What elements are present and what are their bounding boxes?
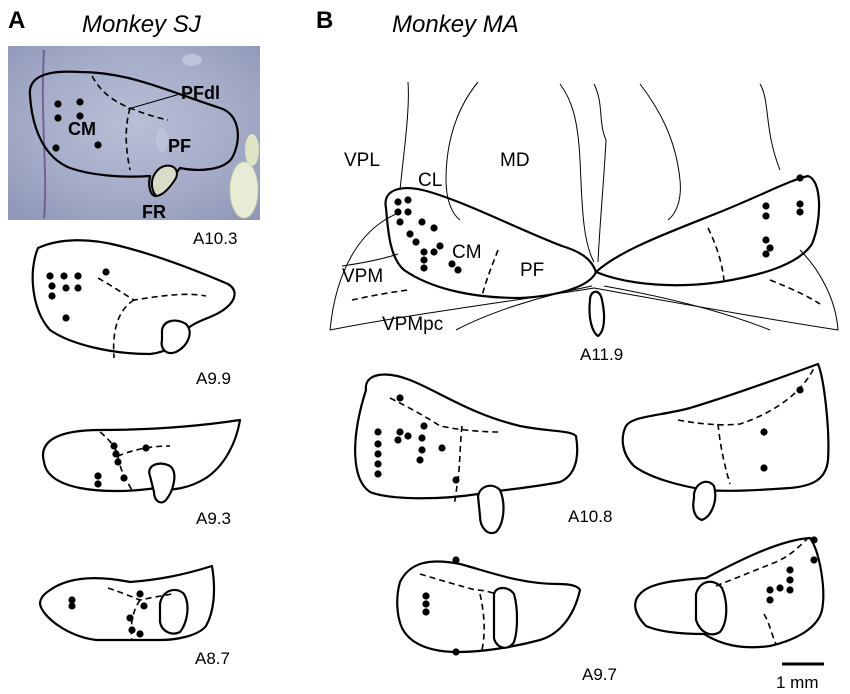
label-cm-b: CM [452,242,482,263]
section-drawing-a9-3 [41,418,242,504]
section-label-a10-8: A10.8 [568,507,612,526]
label-cm-a: CM [68,119,96,139]
label-fr: FR [142,202,166,222]
label-vpm: VPM [342,266,383,287]
section-drawing-a11-9 [329,81,839,338]
label-md: MD [500,150,530,171]
section-drawing-a8-7 [38,564,216,642]
panel-letter-a: A [8,7,25,34]
section-drawing-a9-9 [31,239,236,359]
panel-letter-b: B [316,7,333,34]
section-label-a11-9: A11.9 [580,345,623,364]
section-drawing-a10-8 [354,362,830,535]
recording-sites-a11-9 [394,174,804,274]
section-label-a9-7: A9.7 [582,665,617,684]
section-label-a10-3: A10.3 [193,229,237,248]
histology-section-a10-3 [8,46,260,220]
panel-title-b: Monkey MA [392,11,519,38]
section-label-a9-9: A9.9 [196,369,231,388]
histology-image [8,46,260,220]
label-vpmpc: VPMpc [382,314,443,335]
label-cl: CL [418,170,442,191]
section-label-a8-7: A8.7 [195,649,230,668]
label-pf-b: PF [520,260,544,281]
panel-title-a: Monkey SJ [82,11,202,38]
label-vpl: VPL [344,150,380,171]
section-drawing-a9-7 [396,536,825,656]
section-label-a9-3: A9.3 [196,509,231,528]
label-pf-a: PF [168,136,191,156]
scale-bar-label: 1 mm [776,673,819,692]
label-pfdl: PFdl [181,83,220,103]
